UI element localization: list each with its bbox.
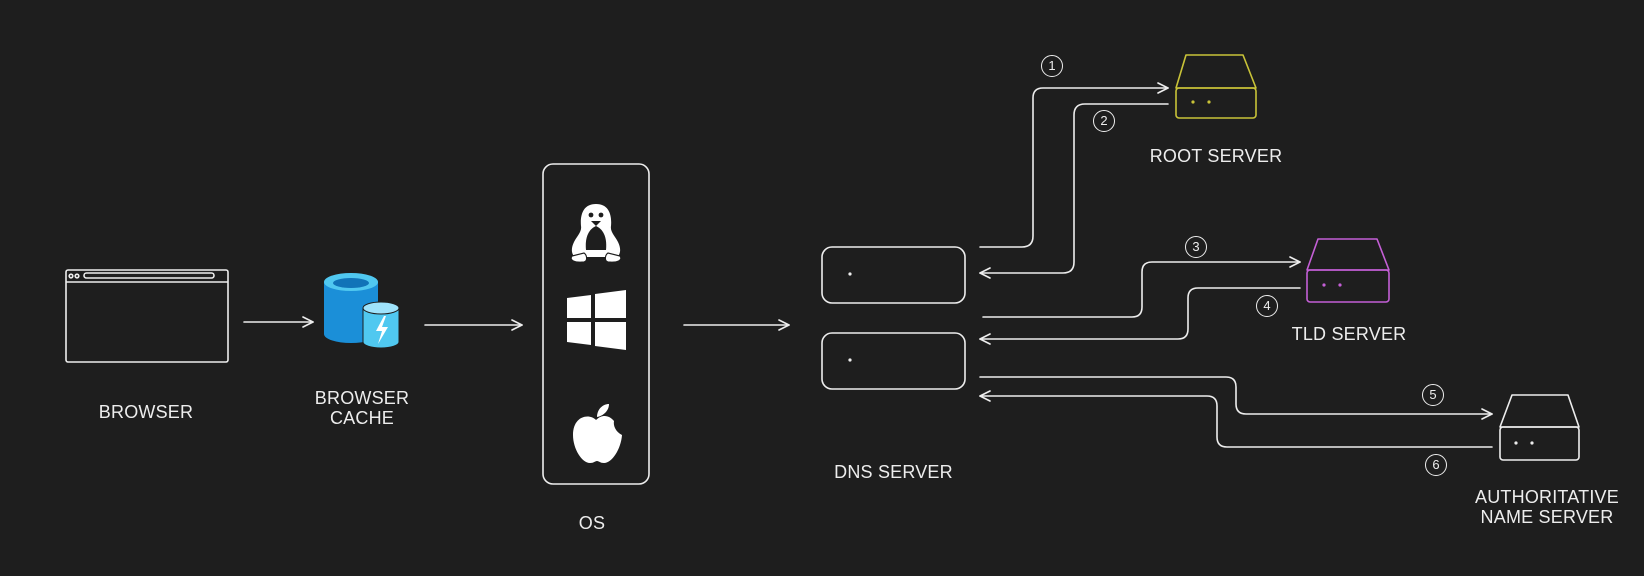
arrow-step-2 [979,103,1169,279]
os-label: OS [578,513,606,533]
step-badge-2: 2 [1093,110,1115,132]
authoritative-label-line-1: AUTHORITATIVE [1475,487,1619,507]
browser-cache-label: BROWSER CACHE [300,388,424,428]
authoritative-label-line-2: NAME SERVER [1480,507,1614,527]
dns-server-label: DNS SERVER [834,462,953,482]
arrow-step-6 [979,390,1493,448]
step-badge-3: 3 [1185,236,1207,258]
arrow-step-3 [982,256,1301,318]
dns-server-icon [821,246,966,390]
authoritative-server-label: AUTHORITATIVE NAME SERVER [1460,487,1634,527]
browser-window-icon [65,269,229,363]
arrow-step-4 [979,287,1301,345]
database-cache-icon [324,273,400,349]
browser-cache-label-line-1: BROWSER [314,388,410,408]
apple-logo-icon [573,404,622,463]
root-server-icon [1175,54,1257,119]
arrow-step-1 [979,82,1169,248]
arrow-step-5 [979,376,1493,420]
step-badge-4: 4 [1256,295,1278,317]
tld-server-icon [1306,238,1390,303]
browser-cache-label-line-2: CACHE [329,408,394,428]
authoritative-server-icon [1499,394,1580,461]
windows-logo-icon [567,290,626,350]
step-badge-1: 1 [1041,55,1063,77]
step-badge-5: 5 [1422,384,1444,406]
root-server-label: ROOT SERVER [1149,146,1283,166]
browser-label: BROWSER [98,402,194,422]
linux-penguin-icon [570,204,622,263]
tld-server-label: TLD SERVER [1291,324,1407,344]
os-container [542,163,650,485]
step-badge-6: 6 [1425,454,1447,476]
